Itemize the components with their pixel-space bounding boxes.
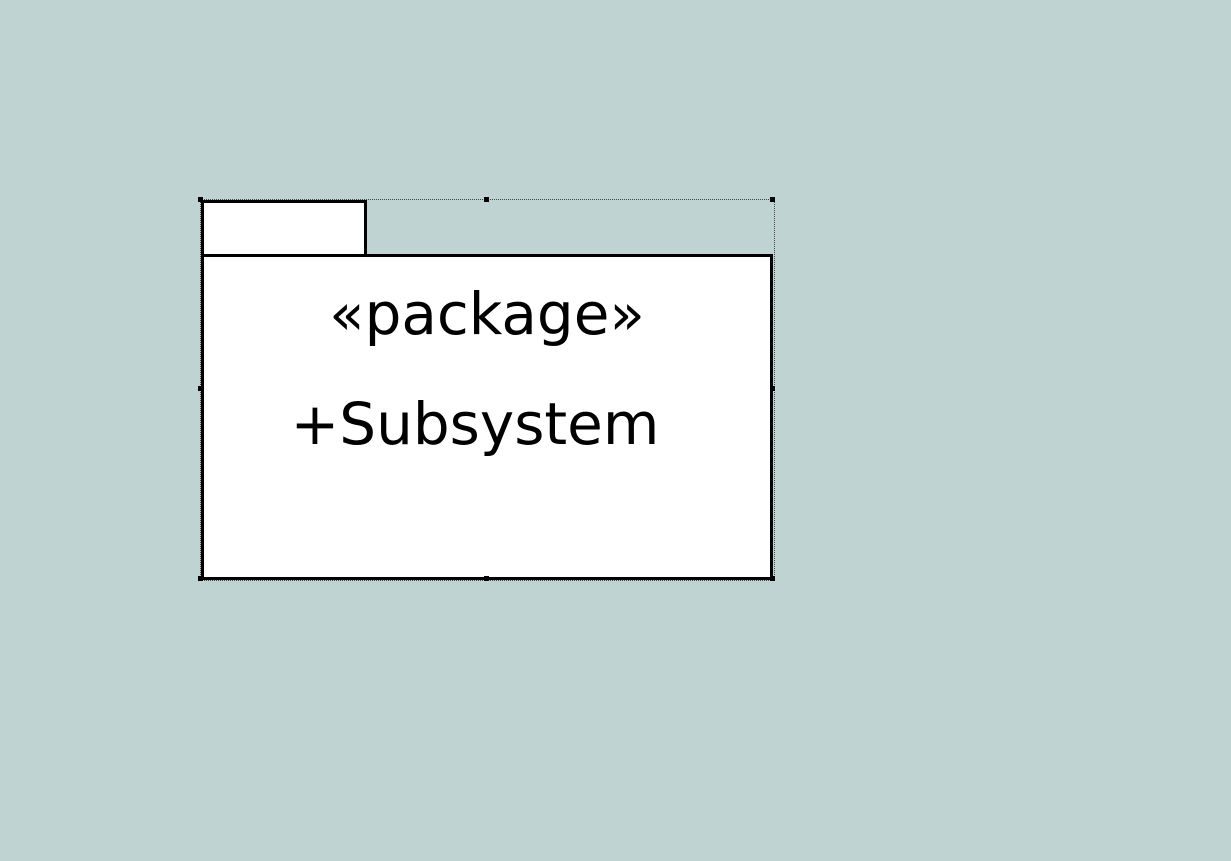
resize-handle-top-center[interactable]	[484, 197, 489, 202]
resize-handle-top-left[interactable]	[198, 197, 203, 202]
package-name: +Subsystem	[290, 390, 660, 458]
resize-handle-bottom-right[interactable]	[770, 576, 775, 581]
resize-handle-middle-left[interactable]	[198, 386, 203, 391]
package-tab	[201, 200, 367, 257]
resize-handle-bottom-left[interactable]	[198, 576, 203, 581]
resize-handle-middle-right[interactable]	[770, 386, 775, 391]
package-stereotype: «package»	[329, 280, 645, 348]
resize-handle-top-right[interactable]	[770, 197, 775, 202]
package-element[interactable]: «package» +Subsystem	[201, 200, 773, 580]
resize-handle-bottom-center[interactable]	[484, 576, 489, 581]
package-body[interactable]: «package» +Subsystem	[201, 254, 773, 580]
